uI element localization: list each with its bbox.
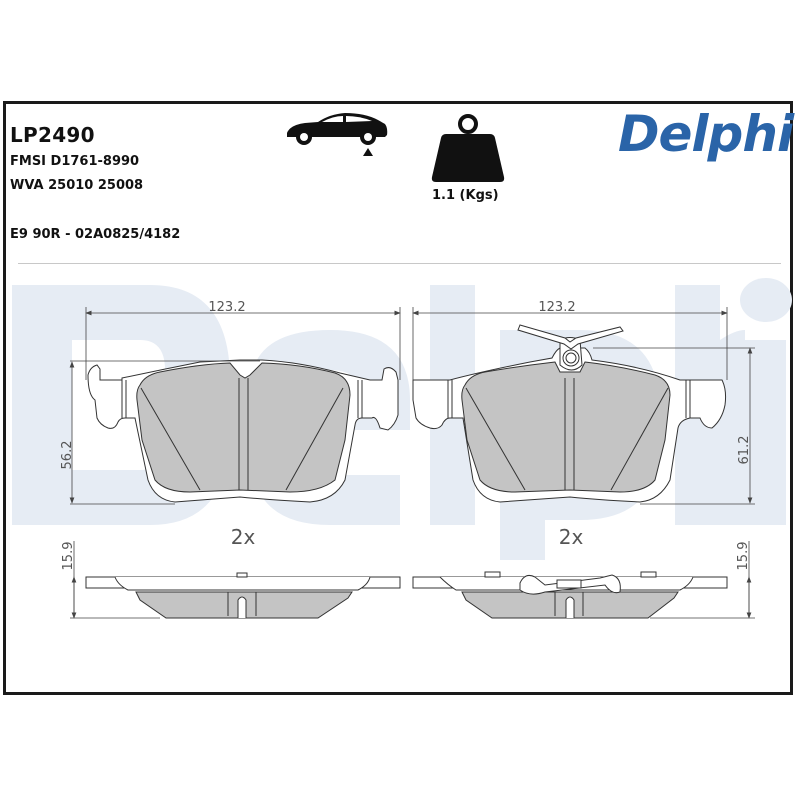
left-width-dimension: 123.2	[208, 300, 245, 315]
fmsi-code: FMSI D1761-8990	[10, 154, 140, 169]
header-separator	[18, 263, 781, 264]
right-height-dimension: 61.2	[737, 436, 752, 465]
right-quantity: 2x	[559, 525, 584, 549]
brand-logo: Delphi	[618, 105, 794, 163]
left-height-dimension: 56.2	[60, 441, 75, 470]
approval-code: E9 90R - 02A0825/4182	[10, 227, 181, 242]
wva-code: WVA 25010 25008	[10, 178, 144, 193]
right-pad-front-view	[412, 324, 727, 503]
drawing-frame	[3, 101, 793, 695]
dimension-lines	[69, 307, 755, 619]
right-width-dimension: 123.2	[538, 300, 575, 315]
left-thickness-dimension: 15.9	[61, 542, 76, 571]
part-number: LP2490	[10, 123, 95, 147]
left-pad-side-view	[85, 572, 401, 619]
right-thickness-dimension: 15.9	[736, 542, 751, 571]
weight-label: 1.1 (Kgs)	[432, 188, 499, 203]
right-pad-side-view	[412, 571, 728, 619]
left-quantity: 2x	[231, 525, 256, 549]
left-pad-front-view	[87, 359, 399, 503]
